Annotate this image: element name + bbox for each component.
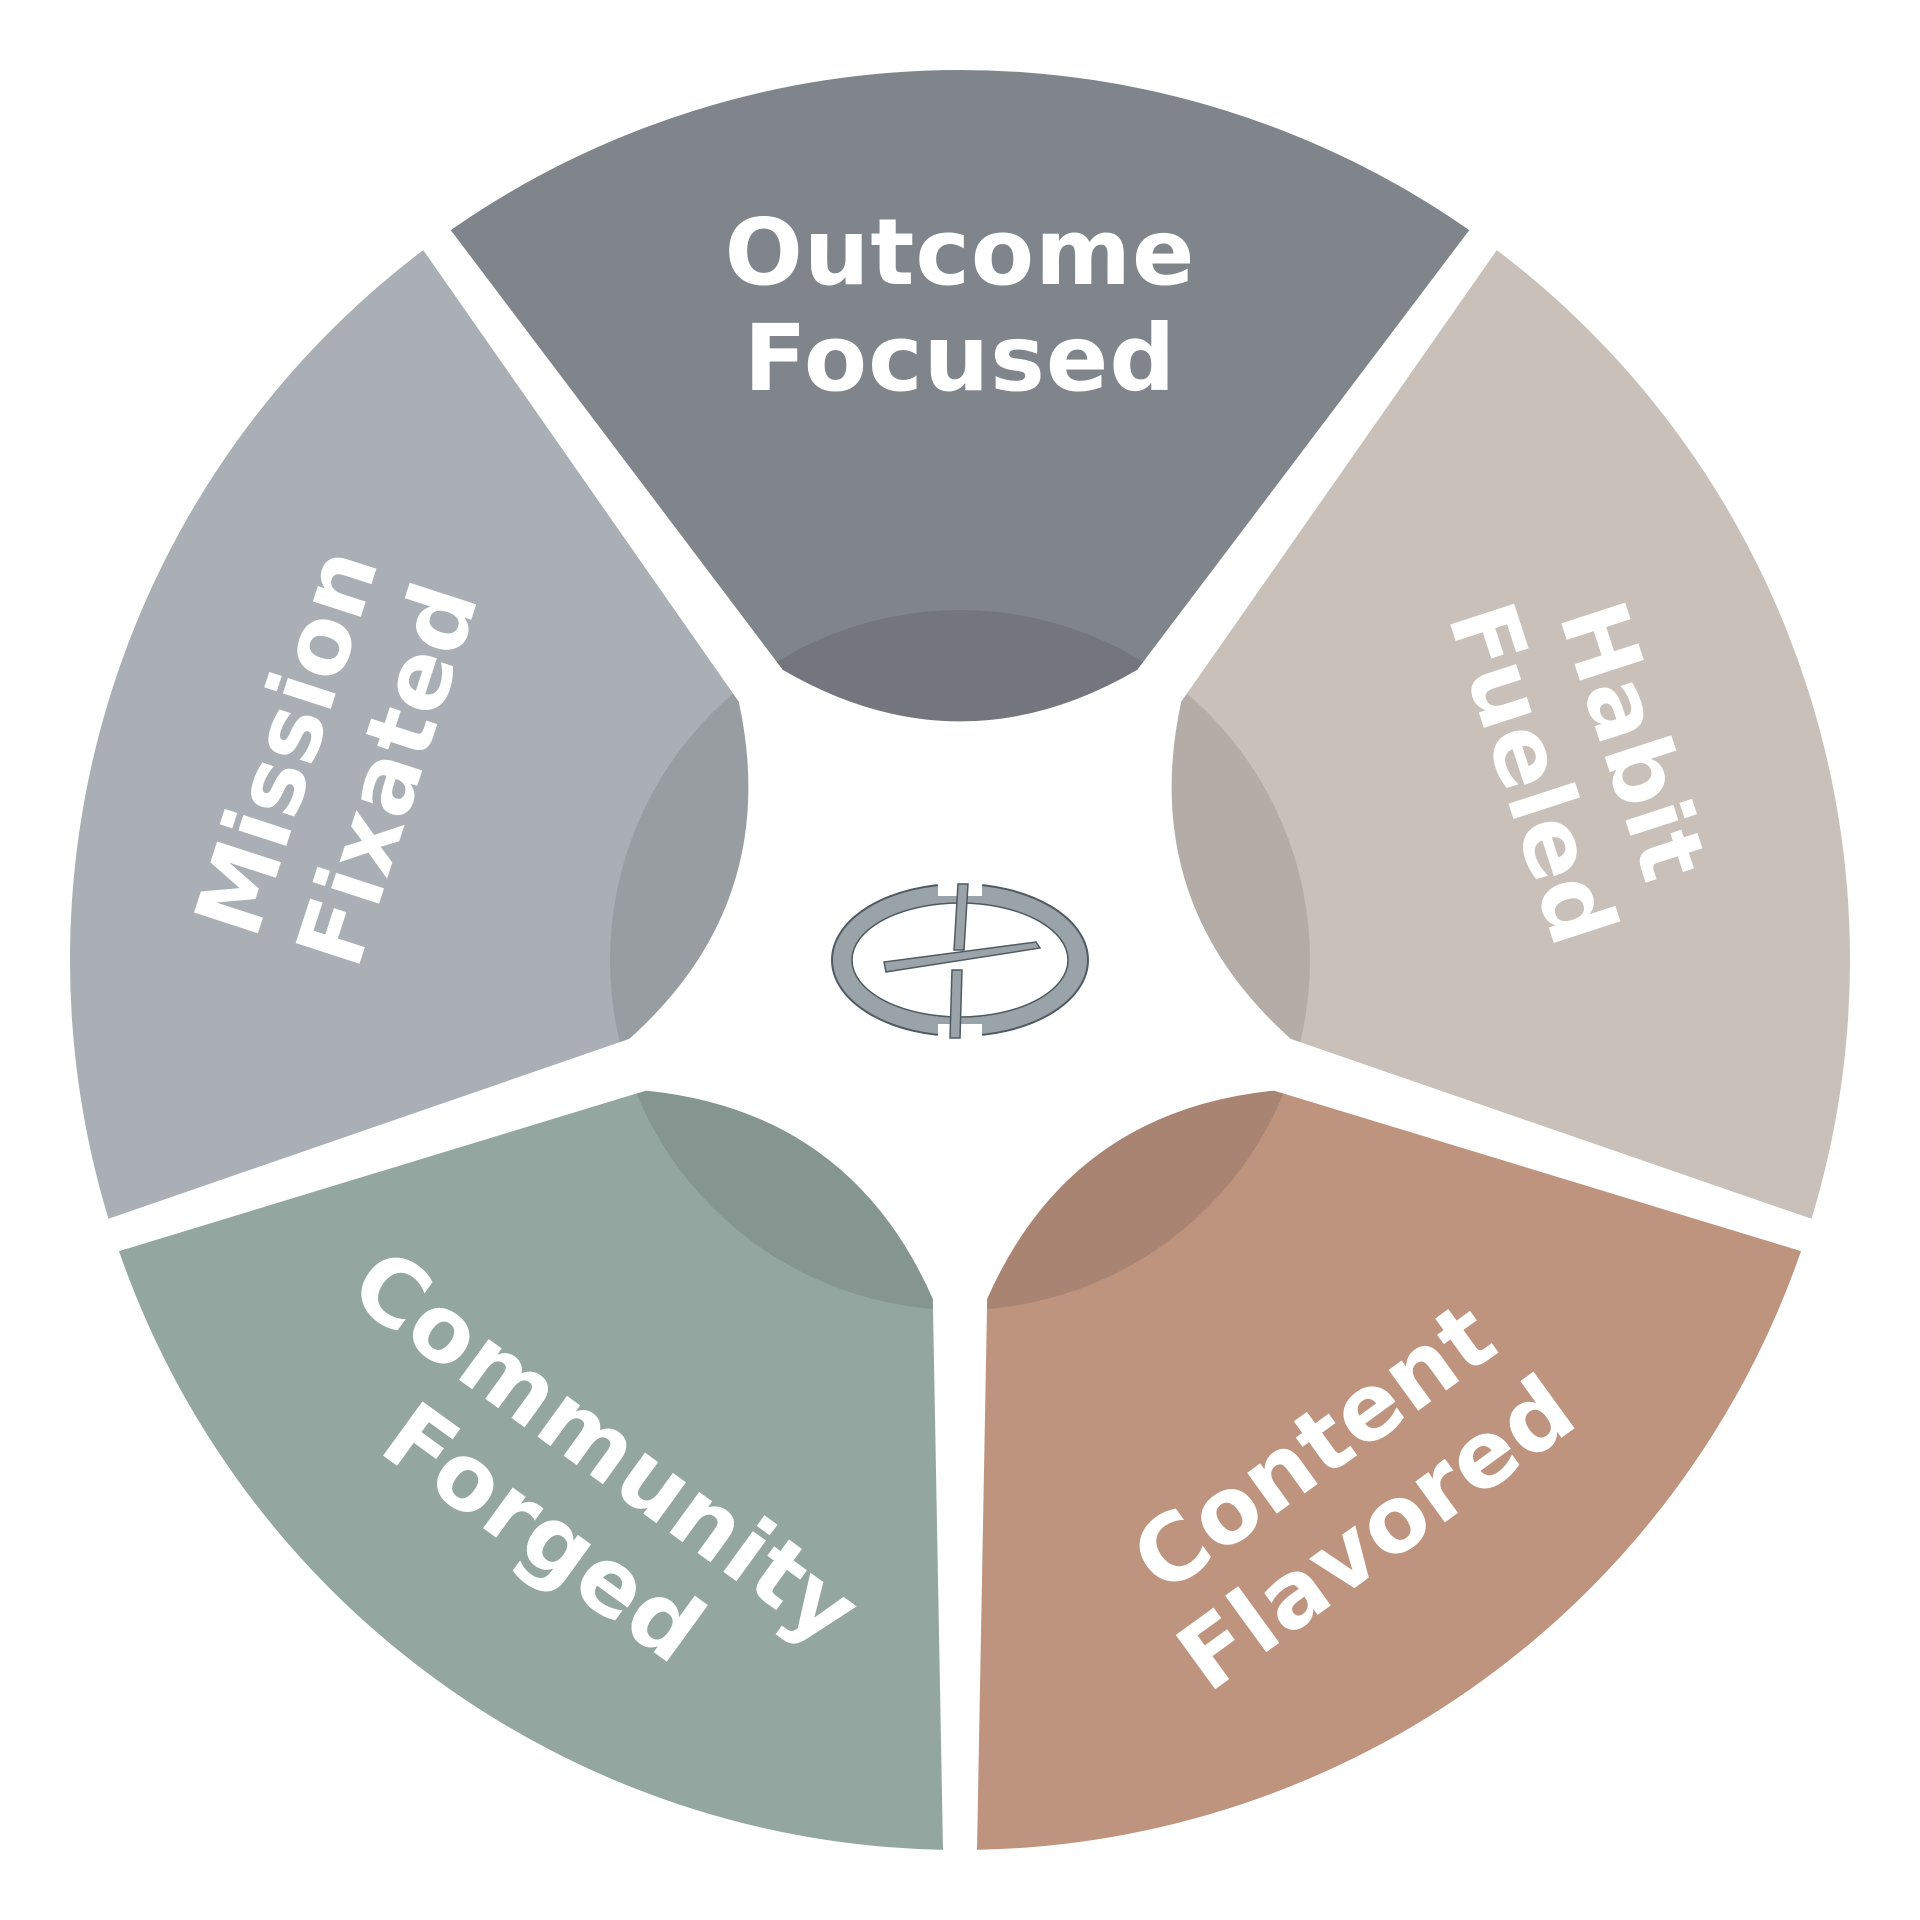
segment-content	[976, 1090, 1802, 1850]
segment-outcome-label-line-1: Outcome	[725, 199, 1196, 306]
segment-outcome	[450, 69, 1470, 722]
compass-cross-logo-icon	[831, 876, 1089, 1044]
segment-outcome-label-line-2: Focused	[744, 305, 1176, 412]
segment-habit	[1171, 250, 1851, 1219]
segment-mission	[69, 250, 749, 1219]
segment-community-inner-shade	[610, 1090, 944, 1310]
logo-cross-vertical-top	[953, 883, 969, 951]
logo-cross-horizontal	[883, 941, 1042, 973]
segment-community	[118, 1090, 944, 1850]
segment-content-inner-shade	[976, 1090, 1310, 1310]
logo-cross-vertical-bottom	[949, 969, 963, 1039]
overlay-layer	[610, 610, 1310, 1310]
segments-layer	[69, 69, 1851, 1850]
